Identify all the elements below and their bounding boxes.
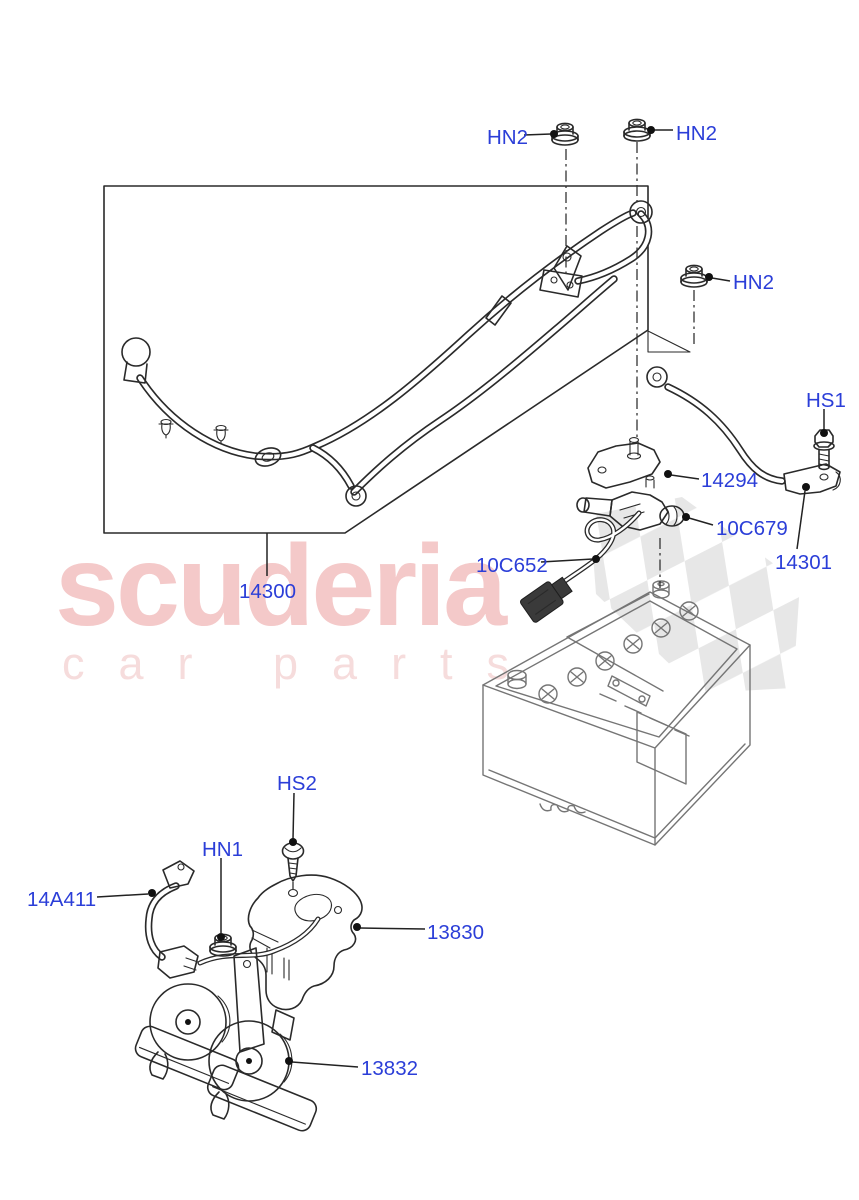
- part-label-hn2-top-right[interactable]: HN2: [676, 122, 717, 145]
- hn2-nut-top-right: [623, 118, 651, 142]
- brand-watermark: scuderia car parts: [55, 522, 543, 689]
- part-label-10c679[interactable]: 10C679: [716, 517, 788, 540]
- part-labels: HN2 HN2 HN2 HS1 14294 10C679 10C652 1430…: [27, 122, 846, 1080]
- part-label-14300[interactable]: 14300: [239, 580, 296, 603]
- part-label-14a411[interactable]: 14A411: [27, 888, 96, 911]
- part-label-13830[interactable]: 13830: [427, 921, 484, 944]
- part-label-hn2-top-left[interactable]: HN2: [487, 126, 528, 149]
- part-label-hn1[interactable]: HN1: [202, 838, 243, 861]
- part-label-14301[interactable]: 14301: [775, 551, 832, 574]
- part-label-14294[interactable]: 14294: [701, 469, 758, 492]
- projection-lines: [292, 142, 695, 890]
- hn2-nut-right: [680, 264, 708, 288]
- horn-bracket-13830-drawing: [247, 874, 363, 1011]
- leader-lines: [96, 126, 828, 1068]
- harness-box-outline: [103, 185, 691, 534]
- part-label-10c652[interactable]: 10C652: [476, 554, 548, 577]
- part-label-hs1[interactable]: HS1: [806, 389, 846, 412]
- watermark-tagline-text: car parts: [62, 638, 543, 689]
- bracket-14294-drawing: [587, 437, 661, 489]
- part-label-13832[interactable]: 13832: [361, 1057, 418, 1080]
- battery-drawing: [482, 580, 751, 846]
- part-label-hn2-right[interactable]: HN2: [733, 271, 774, 294]
- horn-lead-14a411-drawing: [144, 860, 199, 979]
- watermark-brand-text: scuderia: [55, 522, 508, 650]
- battery-cable-harness-drawing: [121, 200, 653, 507]
- harness-clip-icon: [158, 418, 174, 439]
- part-label-hs2[interactable]: HS2: [277, 772, 317, 795]
- hs1-bolt: [813, 429, 835, 471]
